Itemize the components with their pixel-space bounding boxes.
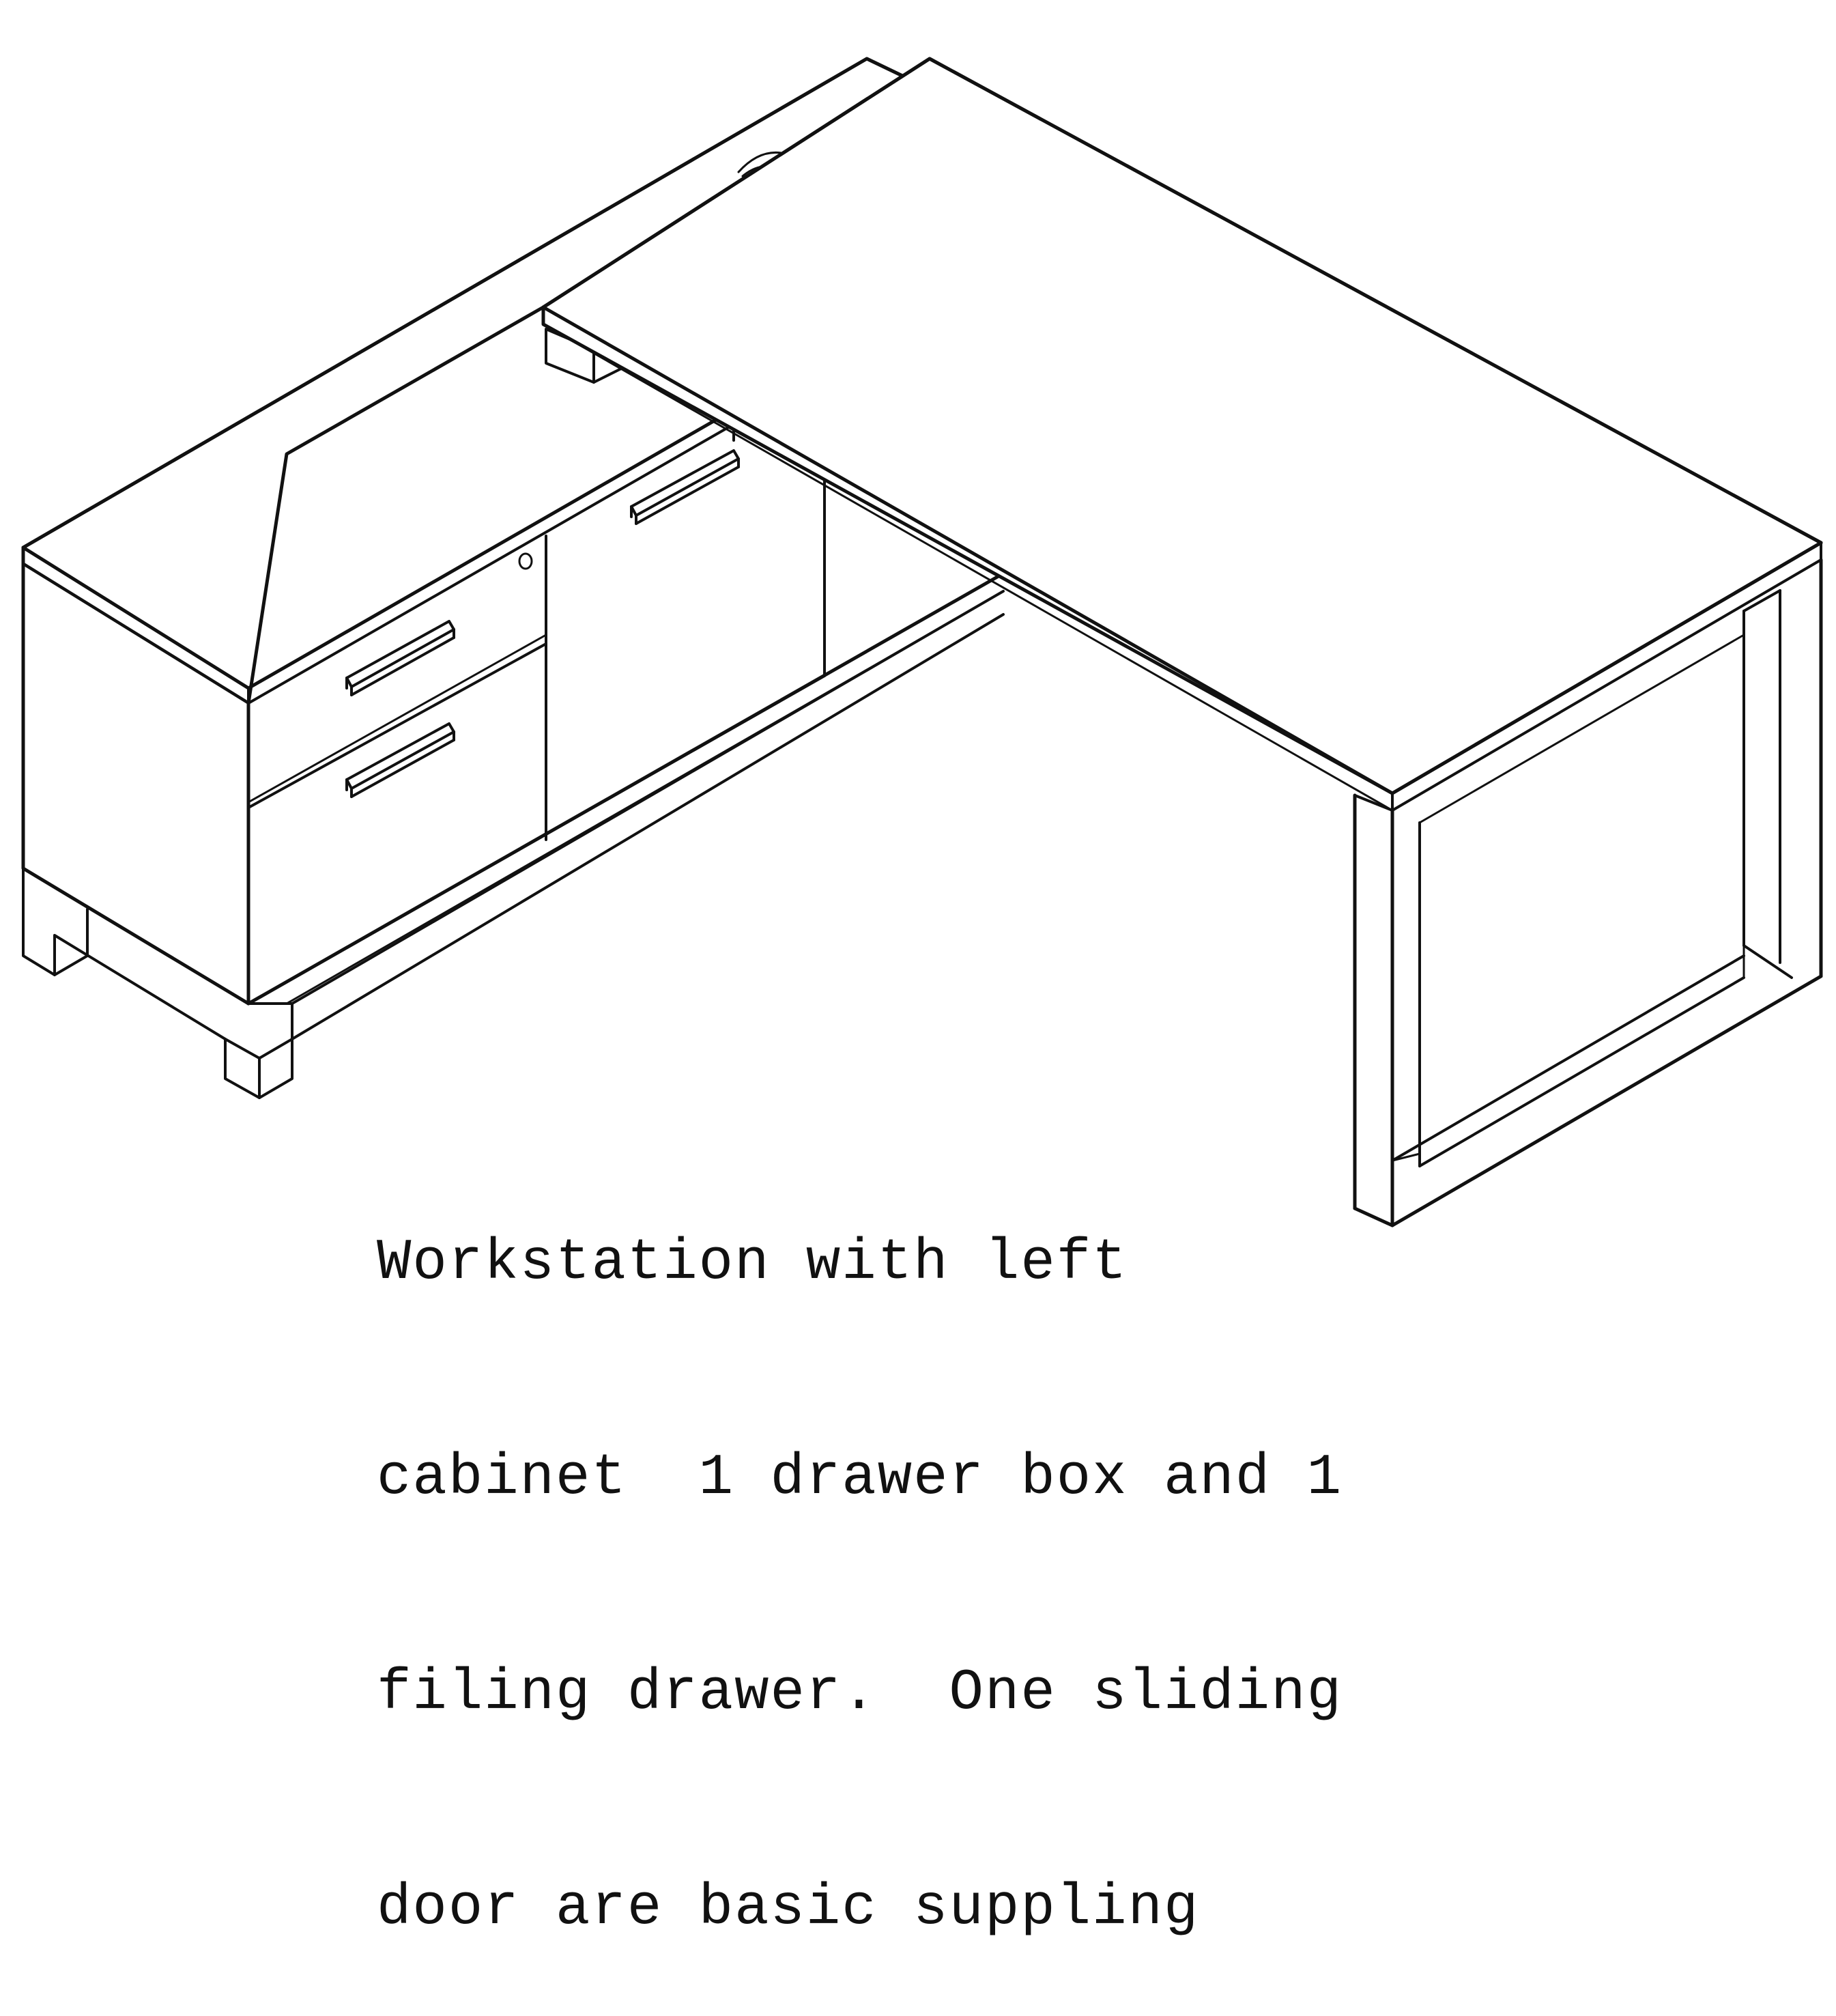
caption-line: door are basic suppling [377, 1876, 1200, 1941]
caption-line: Workstation with left [377, 1231, 1128, 1296]
cabinet-base [22, 590, 1005, 1099]
drawer-box-handle [345, 620, 455, 696]
drawer-divider [247, 634, 547, 809]
cabinet-body [21, 371, 1005, 1006]
sled-leg [1353, 558, 1823, 1227]
sliding-door-handle [630, 449, 740, 525]
caption-line: filing drawer. One sliding [377, 1661, 1343, 1726]
workstation-line-drawing [21, 57, 1823, 1227]
product-description: Workstation with left cabinet 1 drawer b… [377, 1084, 1343, 2016]
lock-icon [518, 552, 533, 570]
caption-line: cabinet 1 drawer box and 1 [377, 1446, 1343, 1511]
filing-drawer-handle [345, 722, 455, 798]
